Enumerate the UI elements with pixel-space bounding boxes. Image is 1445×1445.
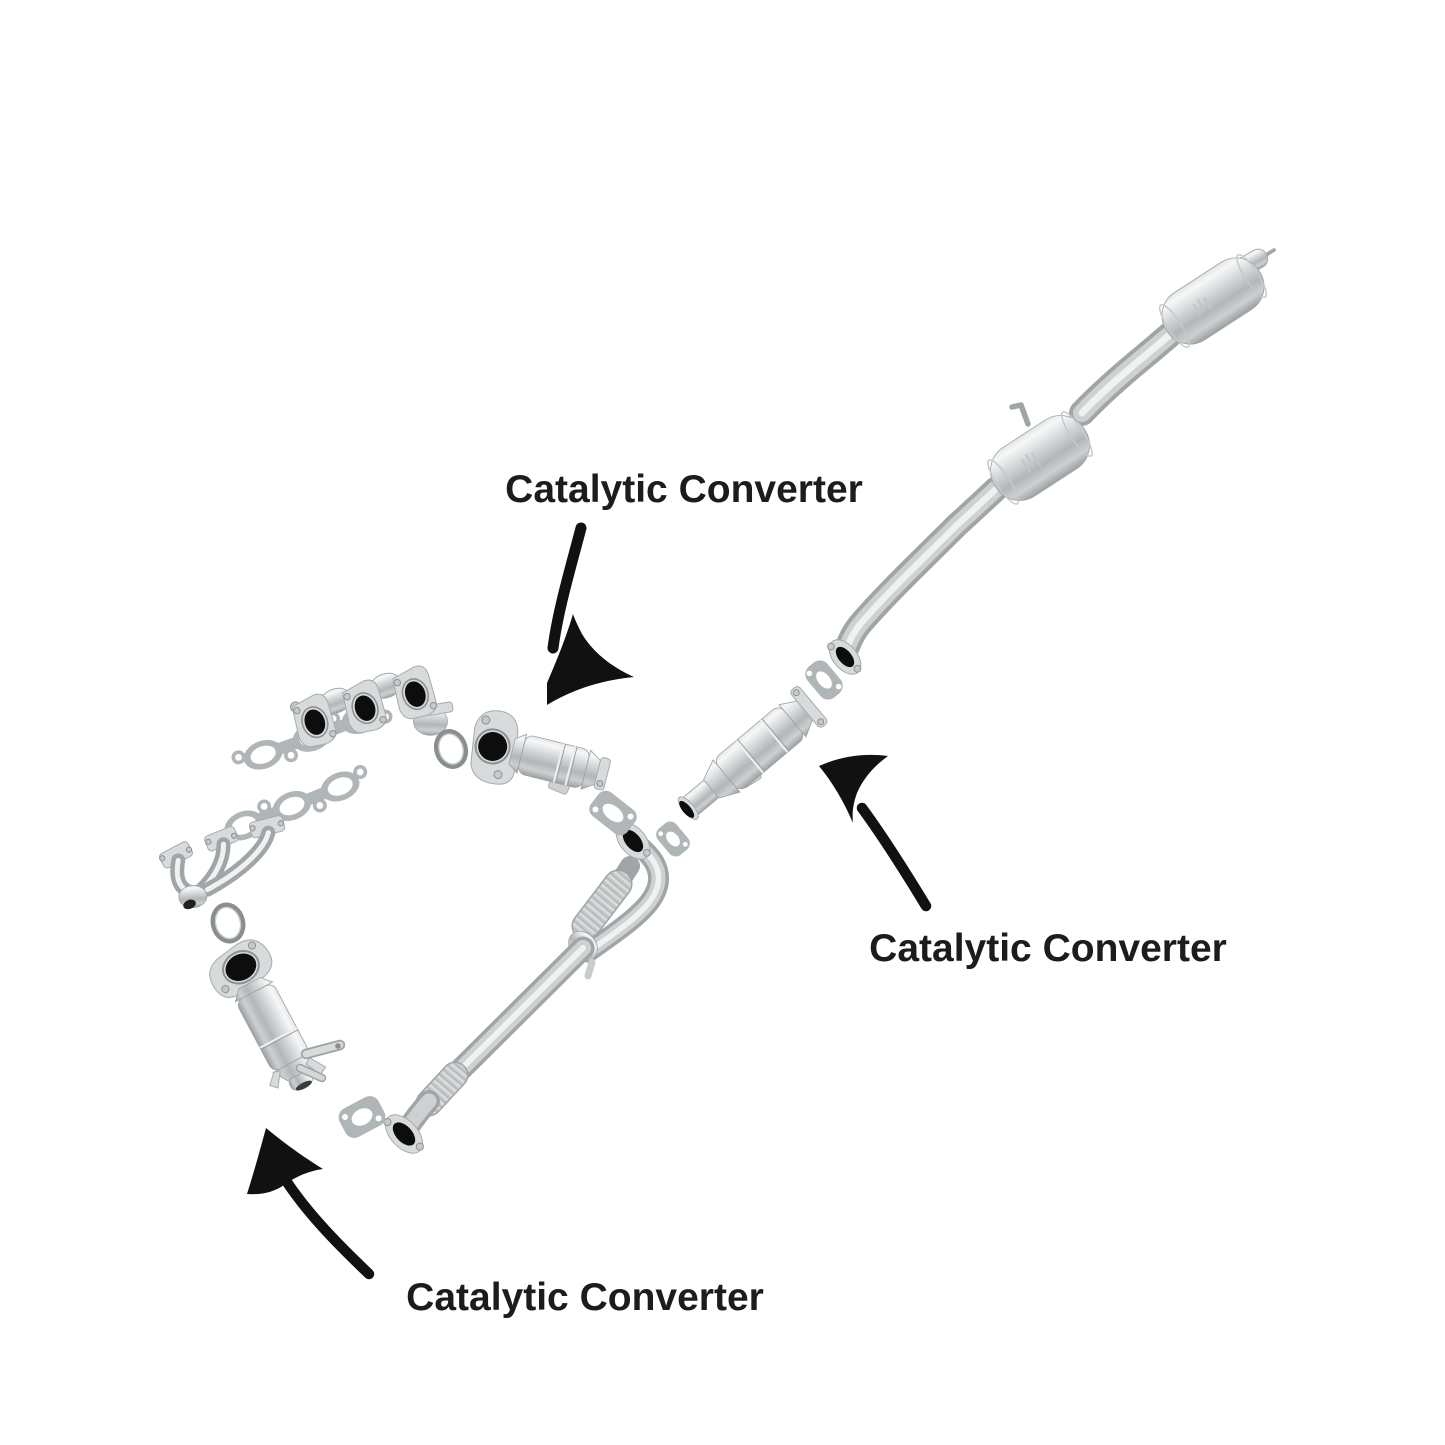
label-catalytic-converter-bottom: Catalytic Converter xyxy=(406,1276,764,1319)
front-exhaust-manifold xyxy=(159,815,286,910)
flange-gasket-small xyxy=(656,821,690,857)
middle-muffler xyxy=(987,402,1093,505)
flange-gasket-upper-cat xyxy=(589,790,637,836)
muffler-hanger-rod xyxy=(1009,402,1031,427)
middle-catalytic-converter xyxy=(677,686,828,820)
curved-arrow-down-left xyxy=(547,522,634,705)
curved-arrow-up xyxy=(247,1128,375,1280)
label-catalytic-converter-right: Catalytic Converter xyxy=(869,927,1227,970)
o-ring-gasket-bottom xyxy=(210,902,246,944)
front-catalytic-converter-upper xyxy=(470,710,611,795)
rear-exhaust-manifold xyxy=(286,662,454,753)
front-catalytic-converter-lower xyxy=(209,939,327,1091)
flex-braid-section xyxy=(573,871,631,939)
front-pipe-end-flange xyxy=(383,1114,424,1154)
rear-muffler xyxy=(1159,253,1267,349)
label-catalytic-converter-top: Catalytic Converter xyxy=(505,468,863,511)
pipe-flange xyxy=(827,639,862,675)
cat-bracket-strap xyxy=(295,1039,346,1083)
curved-arrow-up-left xyxy=(819,754,932,912)
o-ring-gasket-top xyxy=(433,729,469,769)
flange-gasket xyxy=(805,660,843,700)
y-flex-front-pipe xyxy=(383,822,670,1154)
flange-gasket-lower-cat xyxy=(338,1096,386,1138)
muffler-logo-etch xyxy=(1192,297,1213,317)
